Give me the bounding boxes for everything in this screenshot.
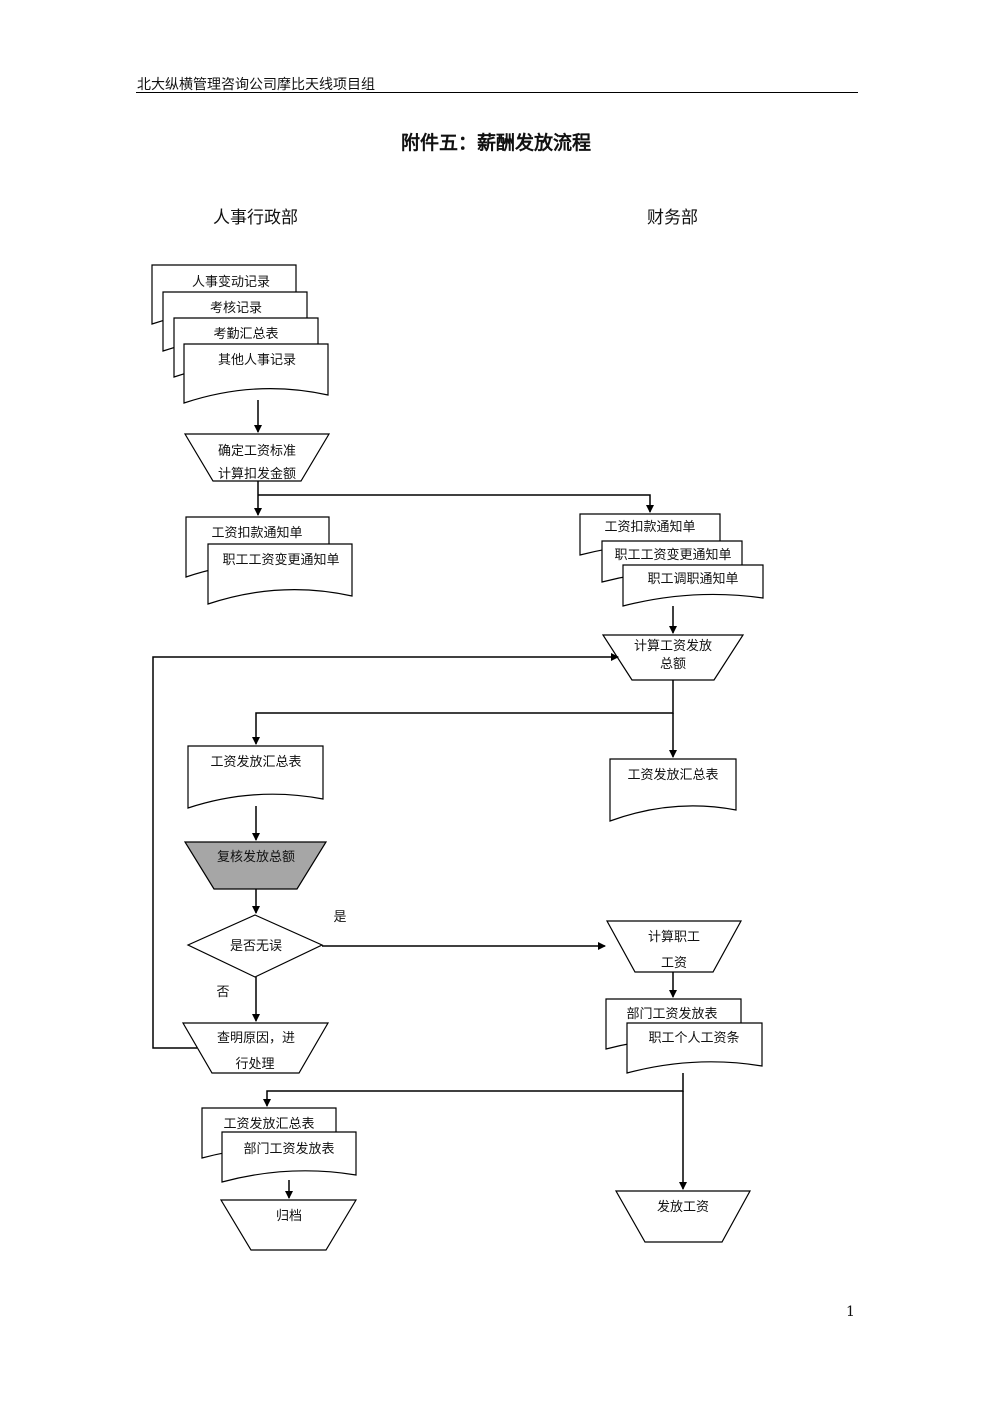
label-hr-deduction-notice: 工资扣款通知单	[211, 525, 302, 541]
label-fin-payroll-summary: 工资发放汇总表	[627, 767, 718, 783]
doc-hr-salary-change-notice	[207, 543, 353, 605]
label-decision: 是否无误	[230, 939, 282, 954]
page-number: 1	[846, 1304, 855, 1320]
label-determine-1: 确定工资标准	[218, 444, 296, 459]
step-determine-standard	[183, 433, 331, 482]
step-pay-salary	[614, 1190, 752, 1243]
label-archive-dept-payroll: 部门工资发放表	[243, 1141, 334, 1157]
label-fin-deduction-notice: 工资扣款通知单	[604, 519, 695, 535]
label-archive: 归档	[276, 1209, 302, 1224]
header-rule	[136, 92, 858, 93]
label-investigate-1: 查明原因，进	[217, 1031, 295, 1046]
label-yes: 是	[333, 910, 346, 925]
label-attendance-summary: 考勤汇总表	[213, 327, 278, 342]
arrow-calc-total-to-summaries	[252, 680, 674, 745]
label-fin-salary-change-notice: 职工工资变更通知单	[614, 547, 731, 563]
step-archive	[219, 1199, 358, 1251]
label-review-total: 复核发放总额	[217, 849, 295, 865]
doc-archive-dept-payroll	[221, 1131, 357, 1183]
doc-fin-transfer-notice	[622, 564, 764, 607]
step-review-total	[183, 841, 328, 890]
label-hr-salary-change-notice: 职工工资变更通知单	[222, 552, 339, 568]
label-hr-change-record: 人事变动记录	[192, 274, 270, 290]
label-pay-salary: 发放工资	[657, 1199, 709, 1215]
doc-fin-payroll-summary	[609, 758, 737, 822]
arrow-determine-to-fin-notices	[258, 494, 654, 513]
label-other-hr-records: 其他人事记录	[218, 353, 296, 368]
doc-payslip	[626, 1022, 763, 1074]
label-archive-summary: 工资发放汇总表	[223, 1116, 314, 1132]
label-calc-staff-1: 计算职工	[648, 930, 700, 945]
label-fin-transfer-notice: 职工调职通知单	[647, 571, 738, 587]
lane-finance-label: 财务部	[647, 208, 698, 228]
doc-hr-payroll-summary	[187, 745, 324, 809]
page-title: 附件五：薪酬发放流程	[400, 132, 591, 154]
label-payslip: 职工个人工资条	[648, 1030, 739, 1046]
label-determine-2: 计算扣发金额	[218, 466, 296, 482]
arrow-loop-to-calc-total	[152, 653, 619, 1049]
label-hr-payroll-summary: 工资发放汇总表	[210, 754, 301, 770]
step-calc-total	[601, 634, 745, 681]
lane-hr-label: 人事行政部	[213, 208, 298, 228]
step-investigate	[181, 1022, 330, 1074]
label-investigate-2: 行处理	[235, 1057, 274, 1072]
label-appraisal-record: 考核记录	[210, 301, 262, 316]
arrow-dept-to-archive-docs	[263, 1073, 684, 1107]
doc-other-hr-records	[183, 343, 329, 404]
label-no: 否	[216, 985, 229, 1000]
label-calc-total-1: 计算工资发放	[634, 638, 712, 654]
page-header: 北大纵横管理咨询公司摩比天线项目组	[137, 77, 375, 93]
label-calc-total-2: 总额	[660, 657, 686, 672]
label-dept-payroll: 部门工资发放表	[626, 1006, 717, 1022]
decision-correct	[186, 914, 324, 978]
step-calc-staff	[605, 920, 743, 973]
label-calc-staff-2: 工资	[661, 956, 687, 971]
